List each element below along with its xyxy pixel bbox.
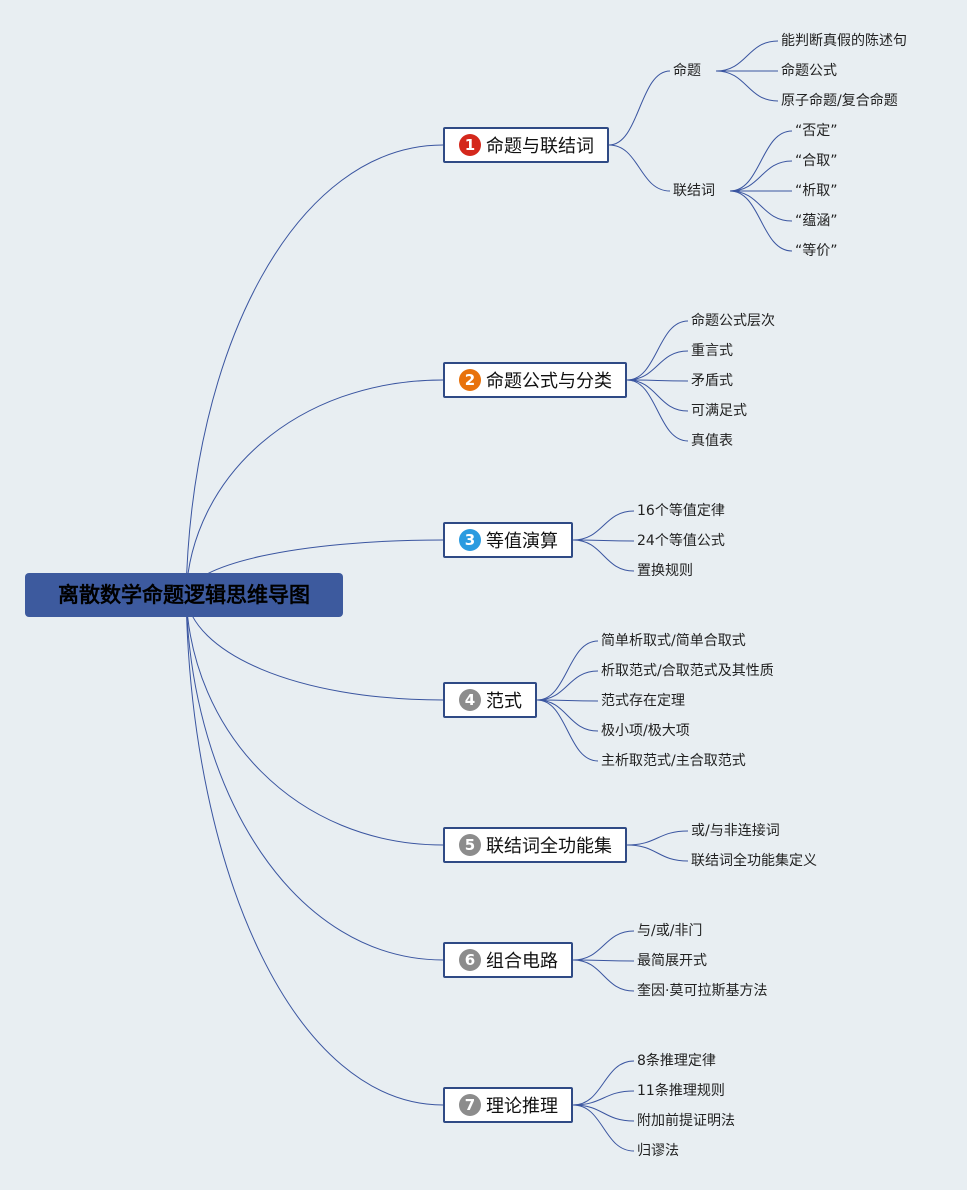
leaf-3-1[interactable]: 16个等值定律 bbox=[637, 503, 725, 519]
leaf-6-2[interactable]: 最简展开式 bbox=[637, 953, 707, 969]
leaf-1-2-3[interactable]: “析取” bbox=[795, 183, 838, 199]
line-b1-g2-2 bbox=[729, 160, 793, 192]
subtopic-connective[interactable]: 联结词 bbox=[673, 183, 715, 199]
line-b4-4 bbox=[536, 699, 599, 732]
leaf-1-2-1[interactable]: “否定” bbox=[795, 123, 838, 139]
badge-4: 4 bbox=[459, 689, 481, 711]
branch-7[interactable]: 7 理论推理 bbox=[443, 1087, 573, 1123]
leaf-5-2[interactable]: 联结词全功能集定义 bbox=[691, 853, 817, 869]
leaf-7-4[interactable]: 归谬法 bbox=[637, 1143, 679, 1159]
leaf-4-5[interactable]: 主析取范式/主合取范式 bbox=[601, 753, 746, 769]
line-b2-5 bbox=[626, 379, 689, 442]
line-b2-4 bbox=[626, 379, 689, 412]
branch-label-6: 组合电路 bbox=[486, 951, 558, 972]
line-b4-3 bbox=[536, 699, 599, 702]
leaf-2-1[interactable]: 命题公式层次 bbox=[691, 313, 775, 329]
leaf-2-5[interactable]: 真值表 bbox=[691, 433, 733, 449]
branch-label-2: 命题公式与分类 bbox=[486, 371, 612, 392]
leaf-4-4[interactable]: 极小项/极大项 bbox=[601, 723, 690, 739]
leaf-5-1[interactable]: 或/与非连接词 bbox=[691, 823, 780, 839]
line-b6-1 bbox=[572, 930, 635, 961]
line-b1-g1-1 bbox=[715, 40, 779, 72]
line-b5-1 bbox=[626, 830, 689, 846]
line-b4-2 bbox=[536, 670, 599, 701]
branch-label-4: 范式 bbox=[486, 691, 522, 712]
branch-6[interactable]: 6 组合电路 bbox=[443, 942, 573, 978]
leaf-3-3[interactable]: 置换规则 bbox=[637, 563, 693, 579]
badge-7: 7 bbox=[459, 1094, 481, 1116]
leaf-1-2-2[interactable]: “合取” bbox=[795, 153, 838, 169]
branch-2[interactable]: 2 命题公式与分类 bbox=[443, 362, 627, 398]
subtopic-proposition[interactable]: 命题 bbox=[673, 63, 701, 79]
line-b7-3 bbox=[572, 1104, 635, 1122]
branch-4[interactable]: 4 范式 bbox=[443, 682, 537, 718]
leaf-1-2-4[interactable]: “蕴涵” bbox=[795, 213, 838, 229]
leaf-4-1[interactable]: 简单析取式/简单合取式 bbox=[601, 633, 746, 649]
trunk-line-6 bbox=[185, 594, 444, 961]
branch-1[interactable]: 1 命题与联结词 bbox=[443, 127, 609, 163]
line-b7-4 bbox=[572, 1104, 635, 1152]
line-b7-1 bbox=[572, 1060, 635, 1106]
line-b2-2 bbox=[626, 350, 689, 381]
line-b5-2 bbox=[626, 844, 689, 862]
line-b3-2 bbox=[572, 539, 635, 542]
line-b2-1 bbox=[626, 320, 689, 381]
trunk-line-1 bbox=[185, 144, 444, 596]
leaf-7-1[interactable]: 8条推理定律 bbox=[637, 1053, 716, 1069]
leaf-3-2[interactable]: 24个等值公式 bbox=[637, 533, 725, 549]
leaf-2-3[interactable]: 矛盾式 bbox=[691, 373, 733, 389]
line-b1-g1-3 bbox=[715, 70, 779, 102]
root-topic[interactable]: 离散数学命题逻辑思维导图 bbox=[25, 573, 343, 617]
leaf-2-2[interactable]: 重言式 bbox=[691, 343, 733, 359]
branch-label-5: 联结词全功能集 bbox=[486, 836, 612, 857]
line-b1-g2-4 bbox=[729, 190, 793, 222]
leaf-1-1-1[interactable]: 能判断真假的陈述句 bbox=[781, 33, 907, 49]
line-b6-2 bbox=[572, 959, 635, 962]
line-b3-3 bbox=[572, 539, 635, 572]
leaf-1-1-3[interactable]: 原子命题/复合命题 bbox=[781, 93, 898, 109]
badge-5: 5 bbox=[459, 834, 481, 856]
branch-3[interactable]: 3 等值演算 bbox=[443, 522, 573, 558]
line-b6-3 bbox=[572, 959, 635, 992]
trunk-line-7 bbox=[185, 594, 444, 1106]
trunk-line-2 bbox=[185, 379, 444, 596]
leaf-4-3[interactable]: 范式存在定理 bbox=[601, 693, 685, 709]
branch-label-1: 命题与联结词 bbox=[486, 136, 594, 157]
line-b1-g2-1 bbox=[729, 130, 793, 192]
leaf-7-3[interactable]: 附加前提证明法 bbox=[637, 1113, 735, 1129]
line-b1-g2-5 bbox=[729, 190, 793, 252]
line-b7-2 bbox=[572, 1090, 635, 1106]
line-b4-1 bbox=[536, 640, 599, 701]
line-b2-3 bbox=[626, 379, 689, 382]
badge-2: 2 bbox=[459, 369, 481, 391]
line-b4-5 bbox=[536, 699, 599, 762]
leaf-6-1[interactable]: 与/或/非门 bbox=[637, 923, 703, 939]
line-b1-sub-1 bbox=[608, 70, 671, 146]
leaf-1-1-2[interactable]: 命题公式 bbox=[781, 63, 837, 79]
leaf-7-2[interactable]: 11条推理规则 bbox=[637, 1083, 725, 1099]
badge-1: 1 bbox=[459, 134, 481, 156]
line-b3-1 bbox=[572, 510, 635, 541]
leaf-6-3[interactable]: 奎因·莫可拉斯基方法 bbox=[637, 983, 768, 999]
branch-label-7: 理论推理 bbox=[486, 1096, 558, 1117]
badge-3: 3 bbox=[459, 529, 481, 551]
leaf-2-4[interactable]: 可满足式 bbox=[691, 403, 747, 419]
trunk-line-5 bbox=[185, 594, 444, 846]
badge-6: 6 bbox=[459, 949, 481, 971]
line-b1-sub-2 bbox=[608, 144, 671, 192]
branch-5[interactable]: 5 联结词全功能集 bbox=[443, 827, 627, 863]
branch-label-3: 等值演算 bbox=[486, 531, 558, 552]
leaf-1-2-5[interactable]: “等价” bbox=[795, 243, 838, 259]
leaf-4-2[interactable]: 析取范式/合取范式及其性质 bbox=[601, 663, 774, 679]
